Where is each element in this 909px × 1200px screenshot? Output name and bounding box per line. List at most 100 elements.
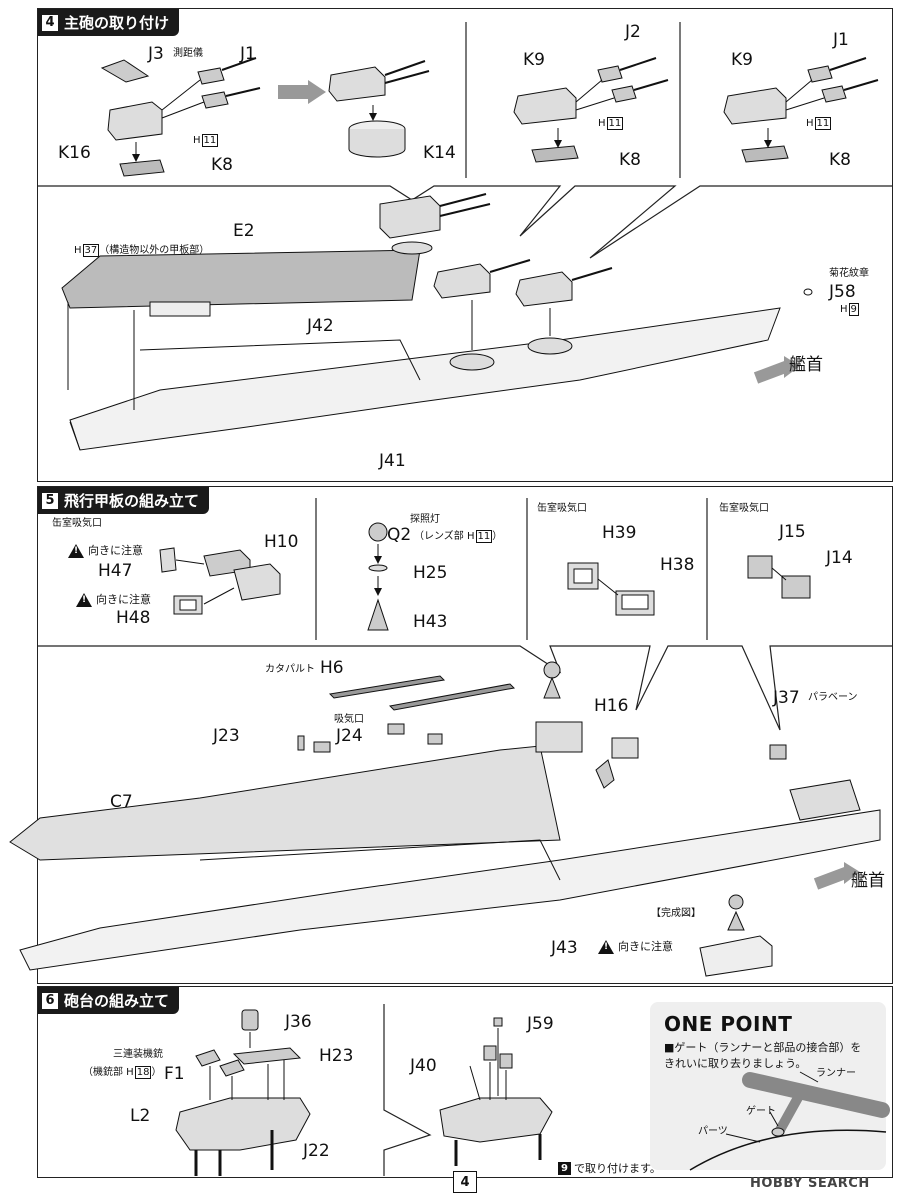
h11-box: 11 (201, 134, 219, 147)
label-j22: J22 (303, 1141, 330, 1161)
f1-note-end: ） (151, 1067, 162, 1078)
f1-box: 18 (134, 1066, 152, 1079)
label-j24: J24 (336, 726, 363, 746)
label-k16: K16 (58, 143, 91, 163)
label-paravane: パラベーン (808, 692, 858, 703)
label-j37: J37 (773, 688, 800, 708)
hull-main-4 (61, 193, 813, 451)
label-j14: J14 (826, 548, 853, 568)
searchlight-assembly (367, 522, 389, 631)
warning-icon (76, 593, 92, 607)
label-h48: H48 (116, 608, 151, 628)
label-h23: H23 (319, 1046, 354, 1066)
h9-prefix: H (840, 304, 848, 315)
q2-note-end: ） (492, 531, 503, 542)
warn-2-text: 向きに注意 (96, 593, 151, 606)
warn-1: 向きに注意 (68, 544, 143, 558)
h11b-box: 11 (606, 117, 624, 130)
section-5-number: 5 (42, 492, 58, 509)
h11b-prefix: H (598, 118, 606, 129)
turret-k16-assembly (100, 57, 326, 177)
note-9-num: 9 (558, 1161, 571, 1175)
label-e2: E2 (233, 221, 255, 241)
label-j42: J42 (307, 316, 334, 336)
warning-icon (598, 940, 614, 954)
warn-1-text: 向きに注意 (88, 544, 143, 557)
label-c7: C7 (110, 792, 133, 812)
label-j1: J1 (240, 44, 256, 64)
label-h43: H43 (413, 612, 448, 632)
h11c-prefix: H (806, 118, 814, 129)
label-j2: J2 (625, 22, 641, 42)
h37-box: 37 (82, 244, 100, 257)
label-part: パーツ (698, 1126, 728, 1137)
label-k9-b: K9 (731, 50, 753, 70)
warn-2: 向きに注意 (76, 593, 151, 607)
label-f1: F1 (164, 1064, 185, 1084)
label-boiler-intake-2: 缶室吸気口 (537, 503, 587, 514)
label-searchlight: 探照灯 (410, 514, 440, 525)
label-bow-5: 艦首 (851, 871, 885, 891)
h37-prefix: H (74, 245, 82, 256)
h11c-box: 11 (814, 117, 832, 130)
page-number: 4 (453, 1171, 477, 1193)
intake-h38-assembly (567, 562, 655, 616)
one-point-box: ONE POINT ■ゲート（ランナーと部品の接合部）を きれいに取り去りましょ… (650, 1002, 890, 1171)
label-boiler-intake-1: 缶室吸気口 (52, 518, 102, 529)
turret-k9-j1-assembly (723, 57, 879, 163)
label-j36: J36 (285, 1012, 312, 1032)
label-j23: J23 (213, 726, 240, 746)
h11-prefix: H (193, 135, 201, 146)
section-4-number: 4 (42, 14, 58, 31)
label-j1-b: J1 (833, 30, 849, 50)
warning-icon (68, 544, 84, 558)
one-point-title: ONE POINT (664, 1012, 793, 1036)
label-bow-4: 艦首 (789, 355, 823, 375)
section-6-header: 6 砲台の組み立て (38, 987, 180, 1014)
label-h47: H47 (98, 561, 133, 581)
section-5-header: 5 飛行甲板の組み立て (38, 487, 210, 514)
intake-j14-assembly (747, 555, 811, 599)
label-triple-mg: 三連装機銃 (113, 1049, 163, 1060)
label-k9-a: K9 (523, 50, 545, 70)
label-chrysanthemum: 菊花紋章 (829, 268, 869, 279)
watermark: HOBBY SEARCH (750, 1176, 870, 1191)
section-4-frame: 4 主砲の取り付け (37, 8, 893, 482)
section-6-title: 砲台の組み立て (64, 992, 170, 1010)
q2-box: 11 (475, 530, 493, 543)
label-j40: J40 (410, 1056, 437, 1076)
h37-note: （構造物以外の甲板部） (99, 245, 210, 256)
section-5-frame: 5 飛行甲板の組み立て (37, 486, 893, 984)
gate-diagram (689, 1071, 890, 1171)
label-j15: J15 (779, 522, 806, 542)
label-h25: H25 (413, 563, 448, 583)
label-k14: K14 (423, 143, 456, 163)
label-runner: ランナー (816, 1068, 856, 1079)
label-j58: J58 (829, 282, 856, 302)
label-h16: H16 (594, 696, 629, 716)
one-point-text: ■ゲート（ランナーと部品の接合部）を きれいに取り去りましょう。 (664, 1041, 862, 1070)
section-4-title: 主砲の取り付け (64, 14, 170, 32)
label-k8-b: K8 (619, 150, 641, 170)
label-completed: 【完成図】 (651, 908, 701, 919)
label-catapult: カタパルト (265, 664, 315, 675)
label-k8: K8 (211, 155, 233, 175)
intake-h10-assembly (159, 547, 281, 615)
label-k8-c: K8 (829, 150, 851, 170)
note-9: 9 で取り付けます。 (558, 1160, 661, 1176)
label-j41: J41 (379, 451, 406, 471)
section-6-frame: 6 砲台の組み立て (37, 986, 893, 1178)
hull-main-5 (9, 661, 881, 977)
label-j59: J59 (527, 1014, 554, 1034)
label-rangefinder: 測距儀 (173, 48, 203, 59)
label-h6: H6 (320, 658, 344, 678)
